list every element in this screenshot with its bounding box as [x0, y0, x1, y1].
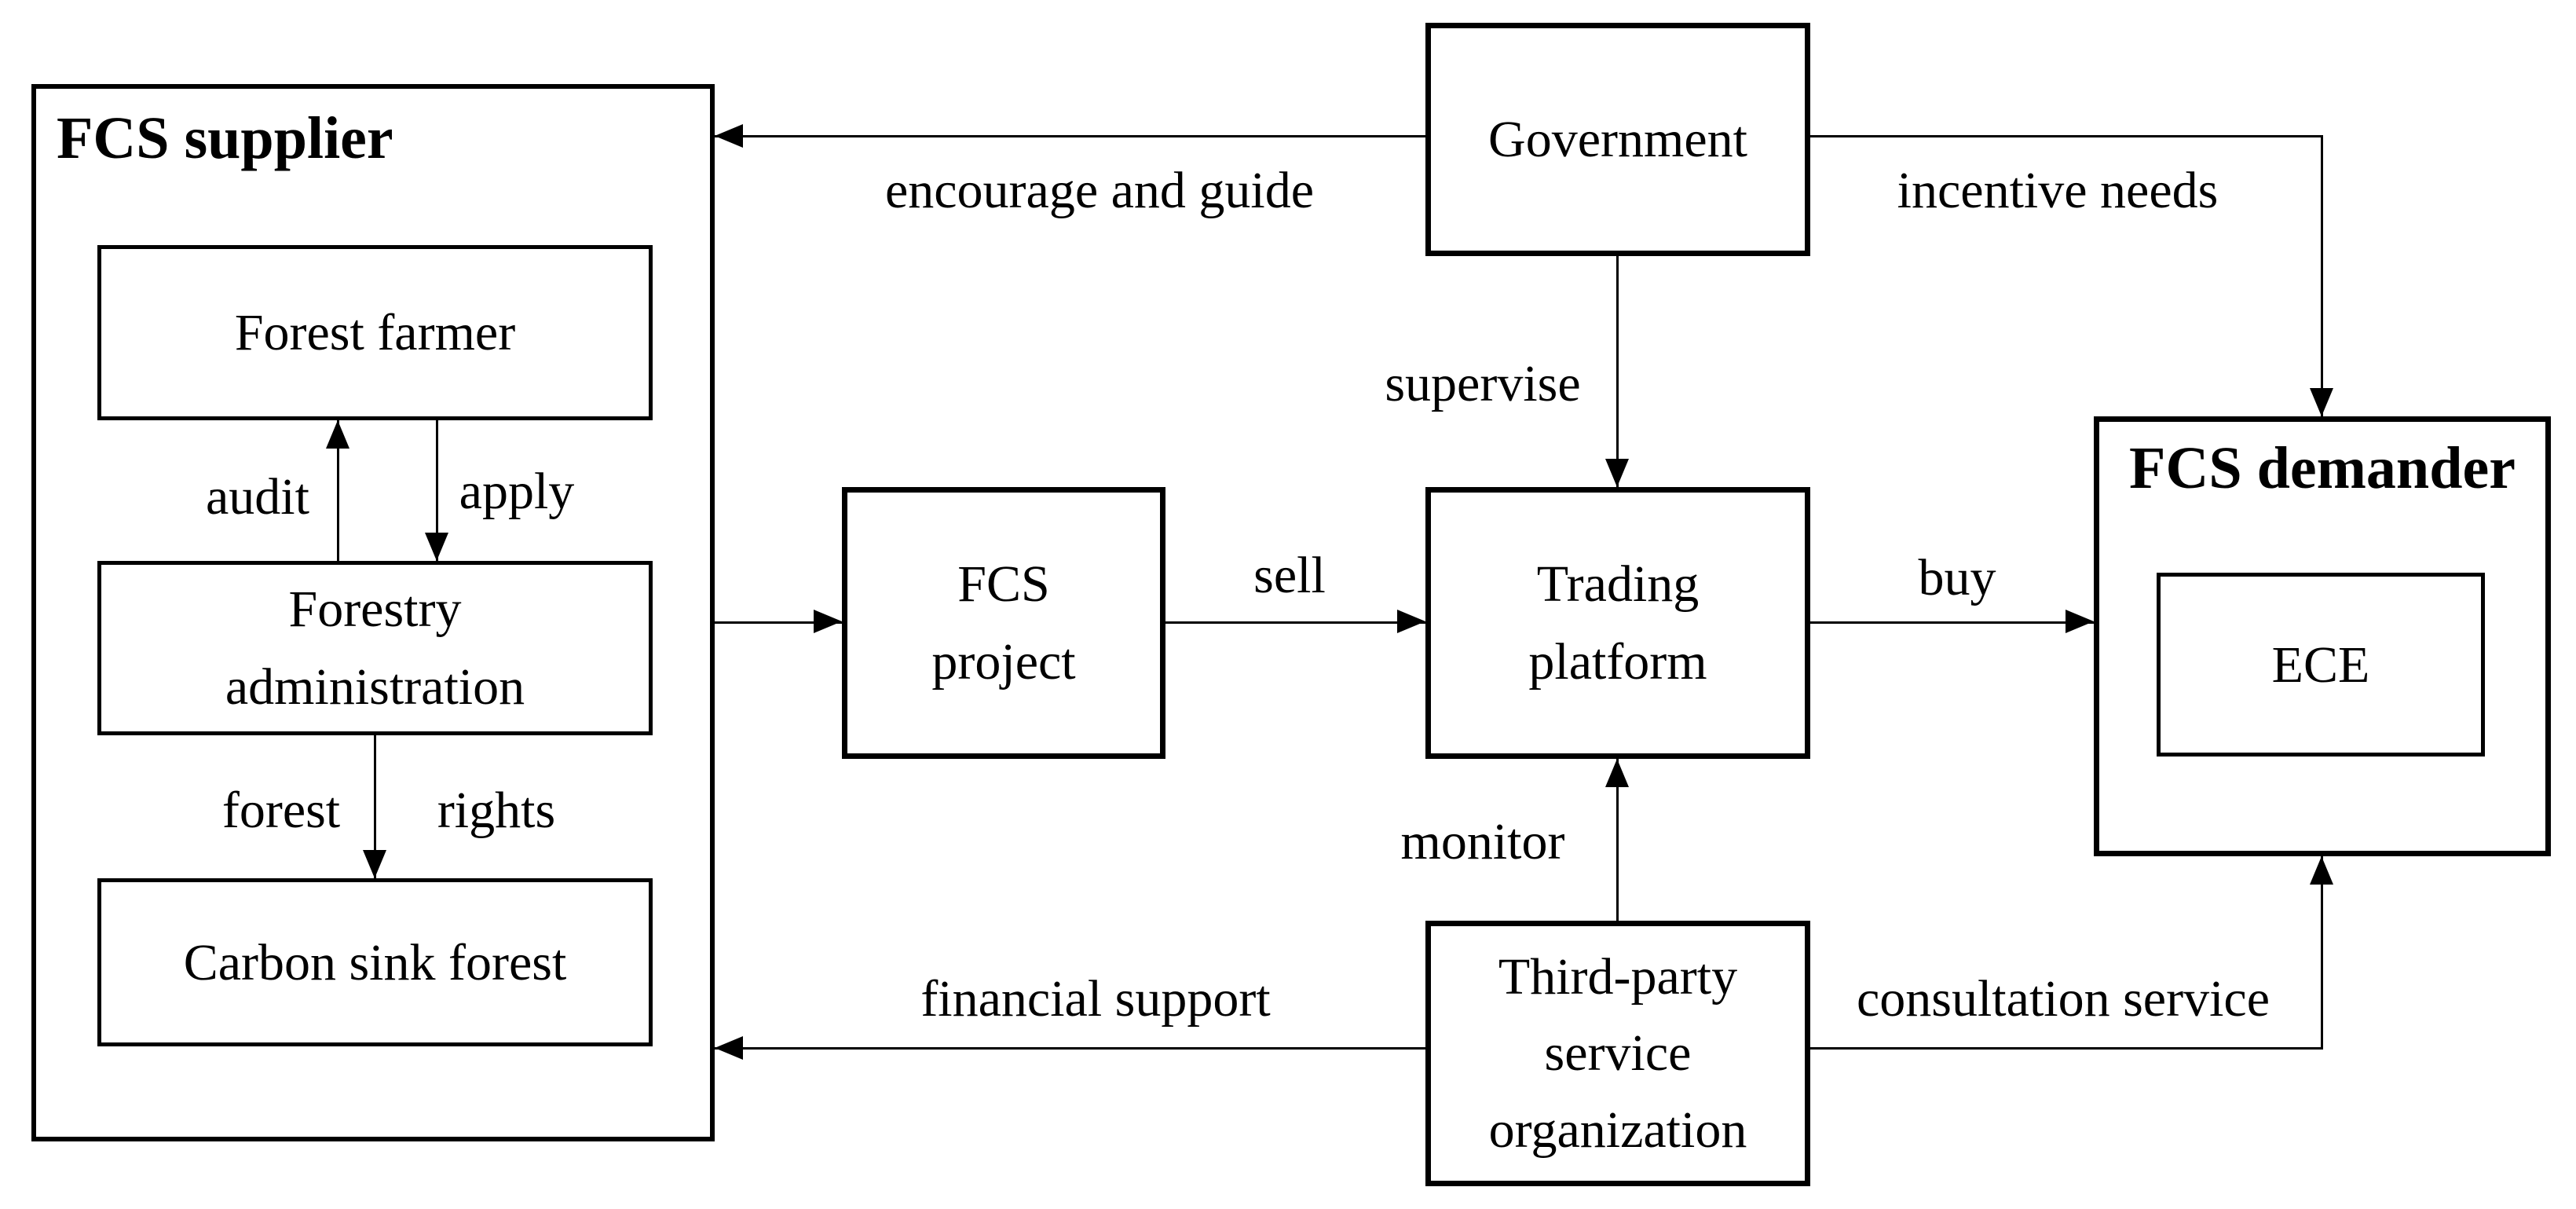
buy-label: buy	[1918, 549, 1996, 606]
incentive-needs-line-vertical	[2321, 135, 2323, 416]
apply-label: apply	[459, 463, 575, 520]
apply-arrowhead-icon	[425, 533, 448, 561]
incentive-needs-line-horizontal	[1810, 135, 2323, 137]
sell-line	[1165, 621, 1425, 624]
trading-platform-label: Trading platform	[1528, 555, 1707, 691]
sell-arrowhead-icon	[1397, 610, 1425, 633]
consultation-service-line-horizontal	[1810, 1047, 2323, 1050]
third-party-service-organization-label: Third-party service organization	[1488, 948, 1747, 1159]
trading-platform-box: Trading platform	[1425, 487, 1810, 759]
forest-rights-line	[374, 735, 376, 878]
financial-support-line	[715, 1047, 1425, 1050]
buy-line	[1810, 621, 2094, 624]
encourage-guide-arrowhead-icon	[715, 124, 743, 148]
supervise-arrowhead-icon	[1605, 459, 1629, 487]
financial-support-arrowhead-icon	[715, 1036, 743, 1060]
supplier-project-line	[715, 621, 842, 624]
audit-label: audit	[206, 468, 309, 526]
supplier-project-arrowhead-icon	[814, 610, 842, 633]
forest-label: forest	[221, 782, 341, 839]
forest-farmer-box: Forest farmer	[97, 245, 653, 420]
incentive-needs-label: incentive needs	[1897, 162, 2219, 219]
rights-label: rights	[437, 782, 556, 839]
monitor-label: monitor	[1400, 813, 1565, 870]
forestry-administration-label: Forestry administration	[225, 581, 525, 716]
encourage-guide-label: encourage and guide	[884, 162, 1315, 219]
supervise-label: supervise	[1385, 355, 1581, 412]
fcs-project-label: FCS project	[931, 555, 1076, 691]
fcs-project-box: FCS project	[842, 487, 1165, 759]
monitor-line	[1616, 759, 1619, 921]
buy-arrowhead-icon	[2066, 610, 2094, 633]
third-party-service-organization-box: Third-party service organization	[1425, 921, 1810, 1186]
forestry-administration-box: Forestry administration	[97, 561, 653, 735]
fcs-demander-title: FCS demander	[2129, 435, 2516, 501]
forest-rights-arrowhead-icon	[363, 850, 386, 878]
audit-line	[337, 420, 339, 561]
sell-label: sell	[1253, 547, 1326, 604]
carbon-sink-forest-box: Carbon sink forest	[97, 878, 653, 1046]
monitor-arrowhead-icon	[1605, 759, 1629, 787]
carbon-sink-forest-label: Carbon sink forest	[183, 933, 567, 991]
apply-line	[436, 420, 438, 561]
consultation-service-label: consultation service	[1856, 970, 2270, 1028]
ece-label: ECE	[2271, 636, 2370, 694]
consultation-service-arrowhead-icon	[2310, 856, 2333, 885]
encourage-guide-line	[715, 135, 1425, 137]
consultation-service-line-vertical	[2321, 856, 2323, 1050]
financial-support-label: financial support	[920, 970, 1271, 1028]
supervise-line	[1616, 256, 1619, 487]
ece-box: ECE	[2157, 573, 2485, 757]
government-label: Government	[1488, 111, 1747, 168]
government-box: Government	[1425, 23, 1810, 256]
audit-arrowhead-icon	[326, 420, 349, 449]
fcs-supplier-title: FCS supplier	[57, 105, 393, 171]
incentive-needs-arrowhead-icon	[2310, 388, 2333, 416]
forest-farmer-label: Forest farmer	[234, 304, 516, 361]
